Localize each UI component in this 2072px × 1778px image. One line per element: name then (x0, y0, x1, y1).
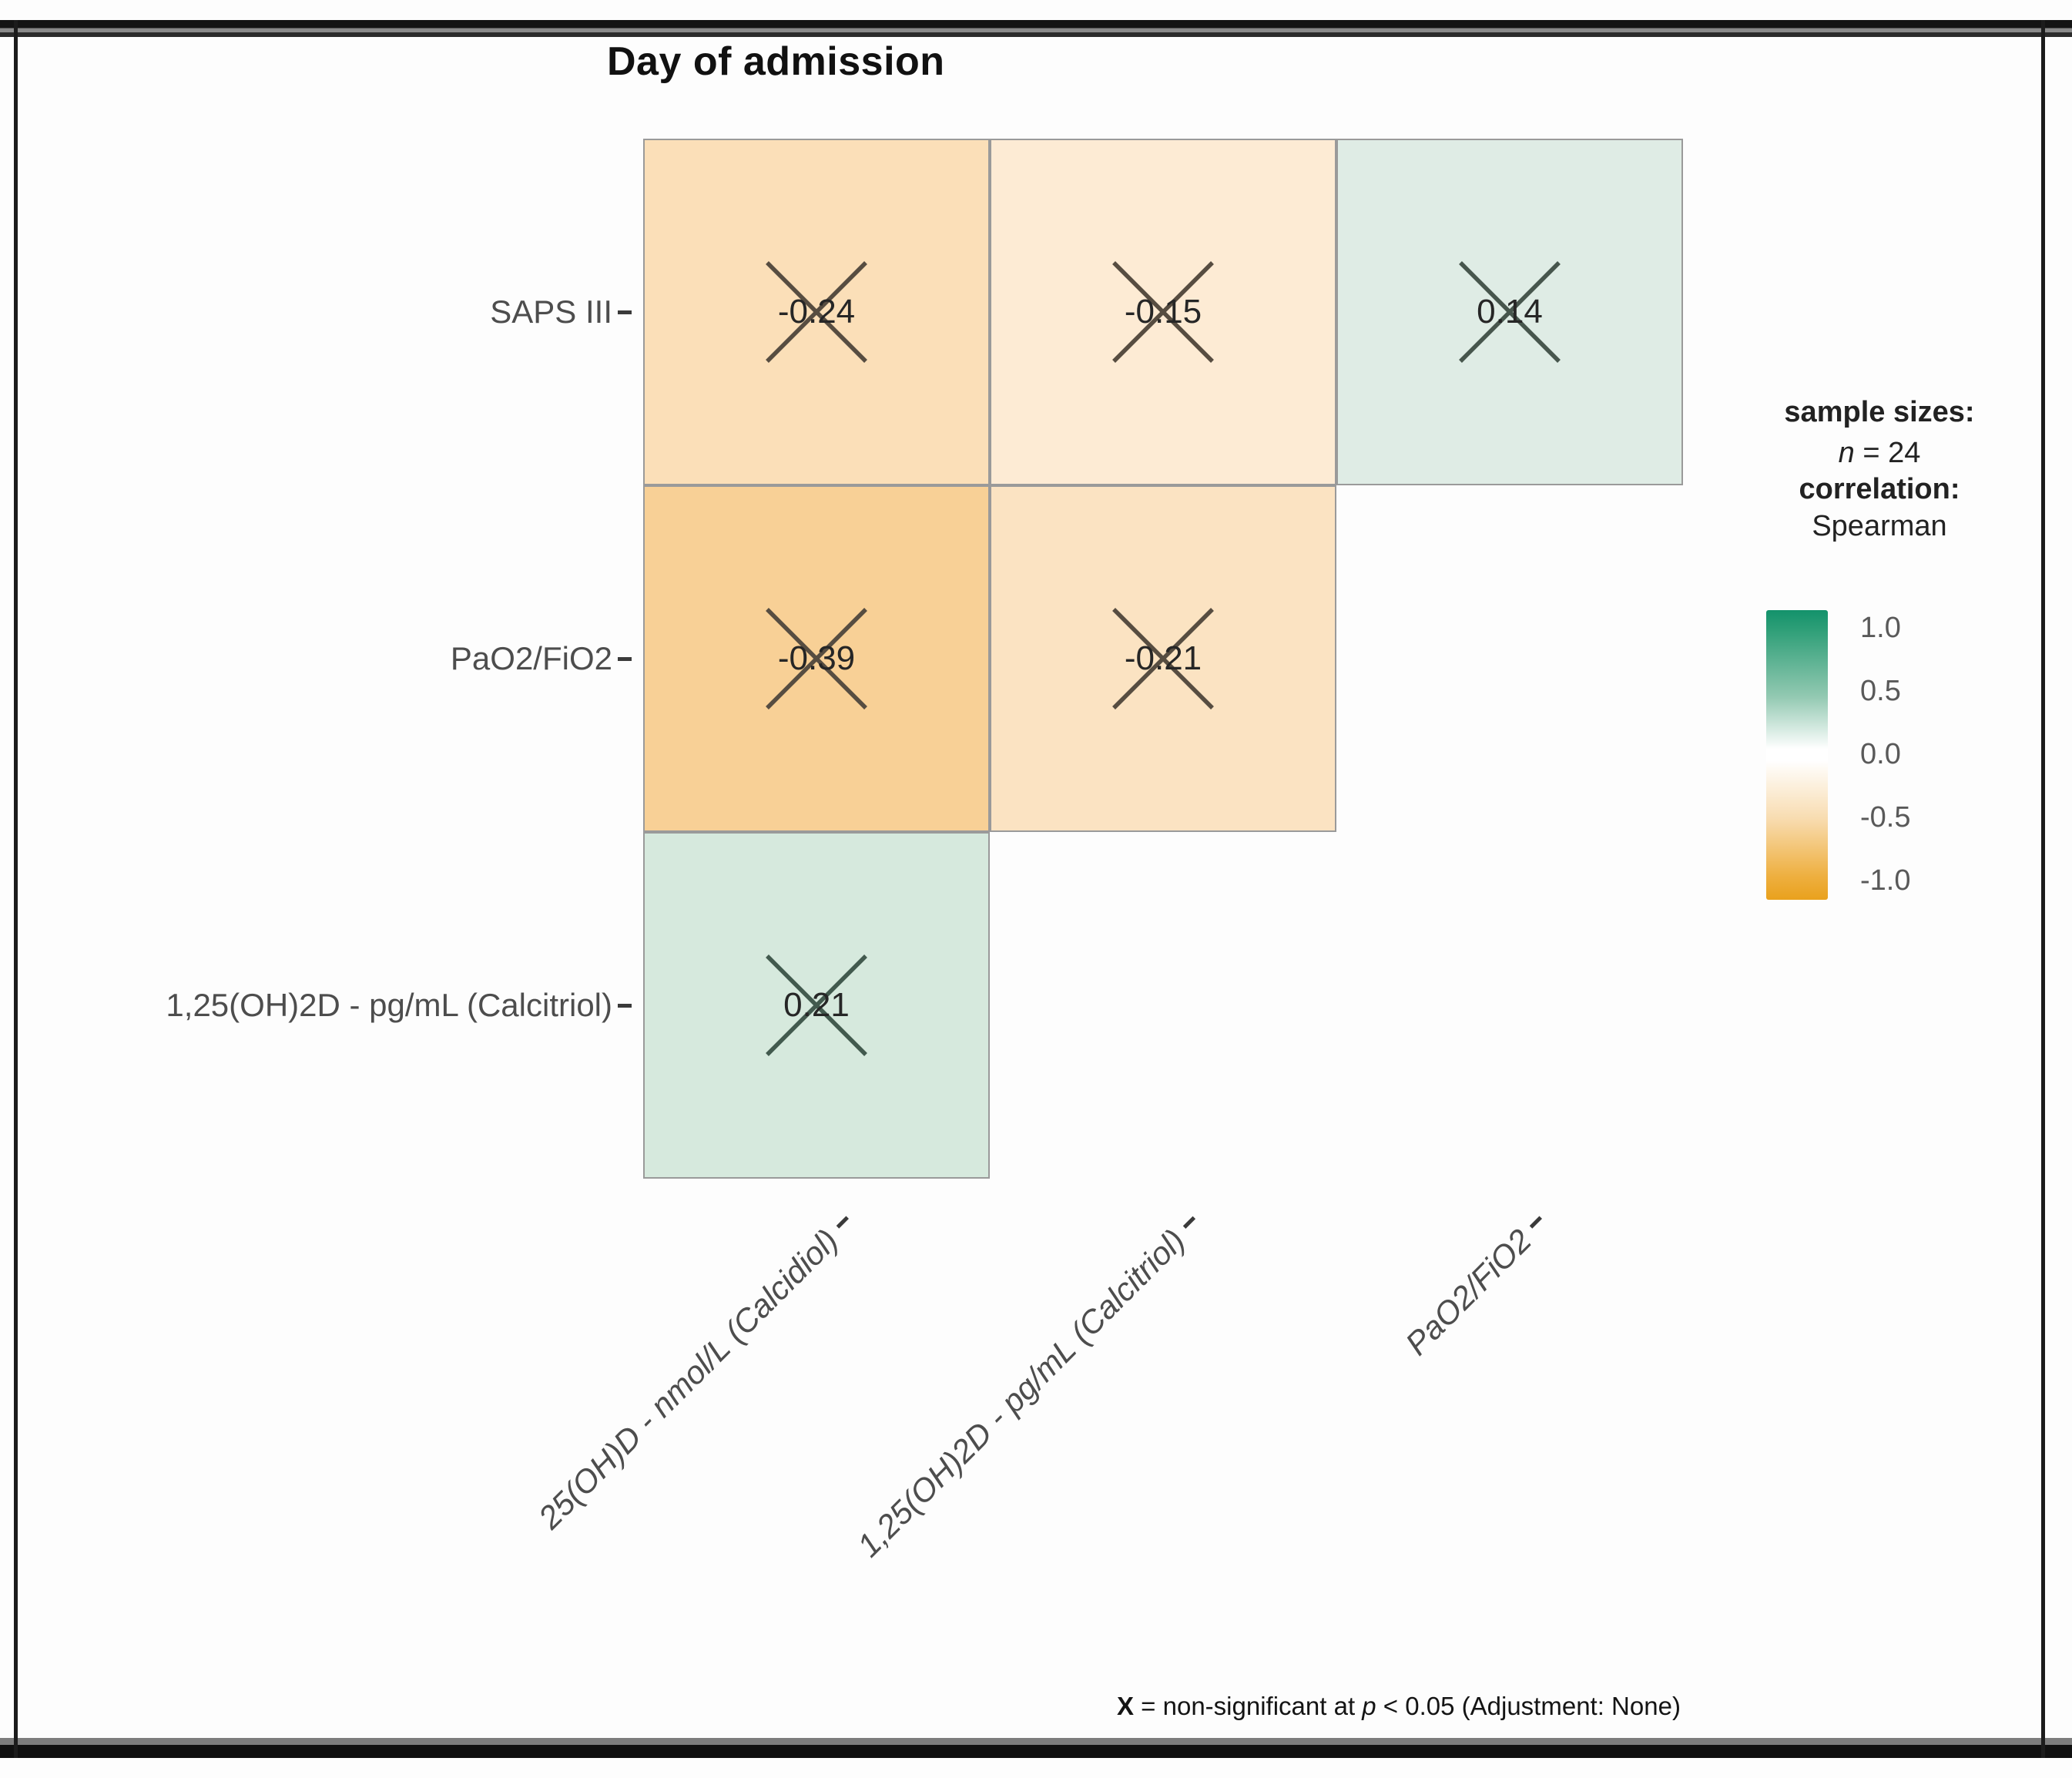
significance-footnote: X = non-significant at p < 0.05 (Adjustm… (1117, 1692, 1681, 1721)
footnote-text: = non-significant at (1134, 1692, 1363, 1720)
frame-right-border (2041, 20, 2045, 1758)
y-axis-label-saps3: SAPS III (490, 294, 612, 330)
legend-n-value: = 24 (1854, 437, 1921, 469)
frame-bottom-rule (0, 1738, 2072, 1758)
cell-value: 0.14 (1477, 293, 1543, 330)
heatmap-cell-saps3-calcitriol: -0.15 (990, 139, 1336, 485)
x-axis-label-text: PaO2/FiO2 (1398, 1222, 1539, 1363)
y-axis-tick (618, 1004, 632, 1008)
non-significant-x-icon (1112, 608, 1214, 710)
x-axis-tick (836, 1216, 849, 1229)
heatmap-cell-saps3-calcidiol: -0.24 (643, 139, 990, 485)
x-axis-label-text: 1,25(OH)2D - pg/mL (Calcitriol) (850, 1222, 1192, 1564)
y-axis-label-calcitriol: 1,25(OH)2D - pg/mL (Calcitriol) (166, 987, 612, 1023)
colorbar-tick--0.5: -0.5 (1860, 801, 1911, 834)
frame-top-rule (0, 20, 2072, 37)
legend-correlation-title: correlation: (1799, 473, 1960, 505)
legend-colorbar (1766, 610, 1828, 900)
y-axis-tick (618, 310, 632, 314)
non-significant-x-icon (766, 954, 867, 1056)
x-axis-tick (1182, 1216, 1195, 1229)
footnote-text-rest: < 0.05 (Adjustment: None) (1376, 1692, 1681, 1720)
non-significant-x-icon (766, 608, 867, 710)
x-axis-label-calcidiol: 25(OH)D - nmol/L (Calcidiol) (531, 1206, 862, 1536)
plot-title: Day of admission (607, 39, 945, 84)
heatmap-cell-pao2fio2-calcidiol: -0.39 (643, 485, 990, 832)
frame-left-border (14, 20, 18, 1758)
cell-value: -0.15 (1124, 293, 1202, 330)
legend-n-symbol: n (1838, 437, 1855, 469)
x-axis-label-text: 25(OH)D - nmol/L (Calcidiol) (531, 1222, 846, 1536)
y-axis-label-pao2fio2: PaO2/FiO2 (450, 640, 612, 676)
colorbar-tick--1.0: -1.0 (1860, 864, 1911, 897)
legend-sample-size-value: n = 24 (1745, 435, 2014, 471)
colorbar-tick-1.0: 1.0 (1860, 612, 1901, 644)
x-axis-label-pao2fio2: PaO2/FiO2 (1398, 1206, 1555, 1363)
footnote-x-symbol: X (1117, 1692, 1135, 1720)
heatmap-cell-pao2fio2-calcitriol: -0.21 (990, 485, 1336, 832)
footnote-p-symbol: p (1362, 1692, 1376, 1720)
cell-value: -0.39 (777, 639, 856, 677)
legend-correlation-method: Spearman (1812, 510, 1947, 542)
heatmap-cell-calcitriol-calcidiol: 0.21 (643, 832, 990, 1179)
cell-value: -0.24 (777, 293, 856, 330)
non-significant-x-icon (766, 261, 867, 363)
legend-sample-sizes-title: sample sizes: (1784, 396, 1975, 428)
cell-value: 0.21 (783, 986, 850, 1024)
x-axis-label-calcitriol: 1,25(OH)2D - pg/mL (Calcitriol) (850, 1206, 1209, 1565)
colorbar-tick-0.0: 0.0 (1860, 738, 1901, 770)
heatmap-cell-saps3-pao2fio2: 0.14 (1336, 139, 1683, 485)
y-axis-tick (618, 657, 632, 661)
colorbar-tick-0.5: 0.5 (1860, 675, 1901, 707)
non-significant-x-icon (1112, 261, 1214, 363)
cell-value: -0.21 (1124, 639, 1202, 677)
x-axis-tick (1529, 1216, 1542, 1229)
non-significant-x-icon (1459, 261, 1561, 363)
